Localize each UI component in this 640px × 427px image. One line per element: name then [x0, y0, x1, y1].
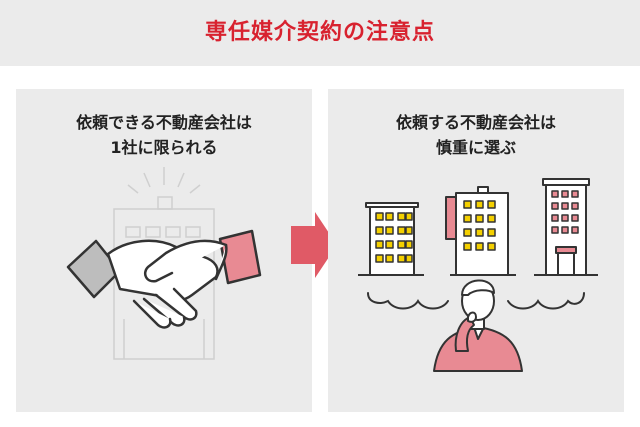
handshake-illustration [66, 167, 262, 360]
left-panel-title-line2: 1社に限られる [110, 138, 218, 157]
left-panel: 依頼できる不動産会社は 1社に限られる [16, 89, 312, 412]
right-panel-title-line1: 依頼する不動産会社は [395, 113, 556, 132]
left-panel-title-line1: 依頼できる不動産会社は [76, 113, 252, 132]
right-arrow-icon [291, 212, 337, 278]
right-panel-title-line2: 慎重に選ぶ [435, 138, 516, 157]
building-1-icon [358, 202, 424, 276]
thinking-person-icon [433, 279, 523, 372]
pink-sleeve [218, 229, 262, 285]
right-panel: 依頼する不動産会社は 慎重に選ぶ [328, 89, 624, 412]
thought-bubble [367, 292, 449, 310]
company-selection-illustration [358, 178, 598, 372]
building-2-icon [445, 186, 516, 276]
hands [106, 239, 228, 329]
header-bar [0, 0, 640, 66]
building-3-icon [534, 178, 598, 276]
thought-bubble-right [507, 292, 585, 310]
page-title: 専任媒介契約の注意点 [204, 20, 435, 45]
